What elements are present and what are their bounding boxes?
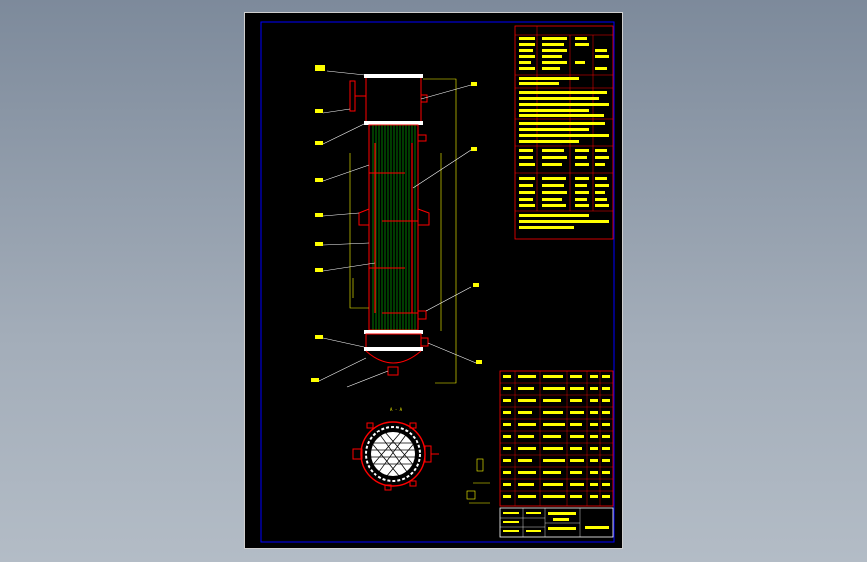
title-block [499,507,614,538]
parts-list-table [499,370,614,507]
technical-data-table [514,25,614,240]
outer-frame [260,21,615,543]
drawing-sheet: A - A [244,12,623,549]
tube-sheet-section-icon [352,421,439,491]
drawing-svg: A - A [260,21,615,543]
nozzle-icon [466,458,490,504]
section-label: A - A [390,407,403,412]
exchanger-body-icon [349,74,430,376]
